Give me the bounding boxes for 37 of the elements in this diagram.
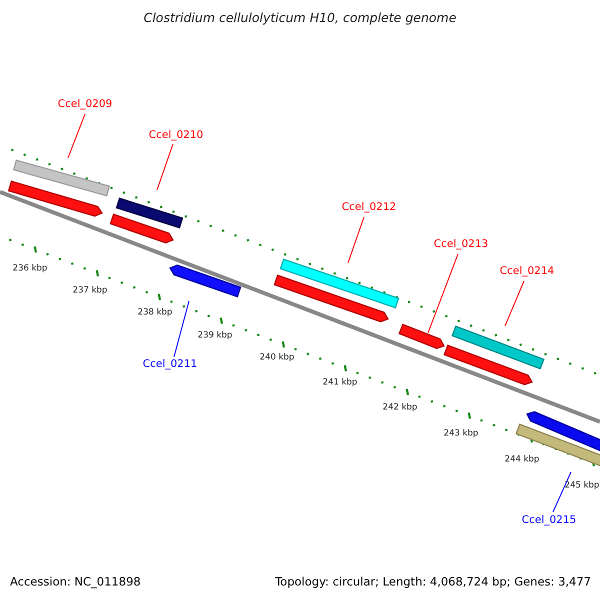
gene-feature: [8, 180, 103, 217]
title: Clostridium cellulolyticum H10, complete genome: [144, 11, 456, 25]
scale-label: 238 kbp: [138, 308, 172, 318]
gene-feature: [526, 411, 600, 452]
gene-feature: [110, 214, 174, 244]
gene-label: Ccel_0213: [434, 239, 488, 251]
scale-label: 242 kbp: [382, 403, 418, 413]
accession-text: Accession: NC_011898: [10, 576, 141, 588]
scale-label: 241 kbp: [322, 378, 358, 388]
leader-line: [428, 254, 458, 334]
leader-line: [348, 216, 364, 264]
scale-label: 236 kbp: [12, 264, 48, 274]
leader-line: [504, 280, 524, 326]
leader-line: [68, 114, 86, 158]
scale-label: 239 kbp: [198, 331, 232, 341]
gene-label: Ccel_0212: [342, 202, 396, 214]
leader-line: [552, 472, 572, 512]
gene-feature: [444, 344, 533, 386]
genome-info-text: Topology: circular; Length: 4,068,724 bp; Genes: 3,477: [275, 576, 591, 588]
gene-label: Ccel_0210: [148, 130, 204, 142]
scale-label: 244 kbp: [504, 455, 540, 465]
scale-label: 237 kbp: [72, 286, 108, 296]
gene-feature: [274, 274, 389, 322]
gene-feature: [169, 264, 242, 298]
scale-label: 243 kbp: [444, 429, 478, 439]
scale-label: 245 kbp: [564, 481, 600, 491]
gene-feature: [12, 159, 110, 197]
gene-label: Ccel_0209: [58, 99, 112, 111]
gene-feature: [451, 326, 545, 370]
gene-feature: [398, 324, 445, 350]
gene-label: Ccel_0215: [522, 515, 576, 527]
gene-label: Ccel_0211: [142, 359, 198, 371]
gene-feature: [116, 197, 184, 229]
scale-label: 240 kbp: [260, 353, 294, 363]
gene-label: Ccel_0214: [500, 266, 554, 278]
gene-feature: [280, 258, 400, 308]
leader-line: [174, 300, 190, 358]
